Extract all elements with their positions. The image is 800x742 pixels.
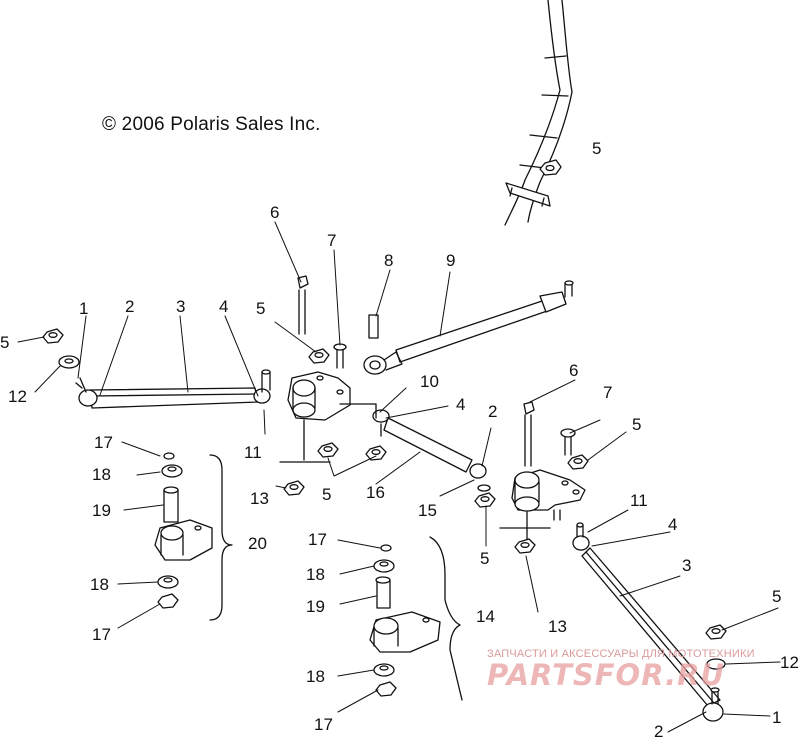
left-tie-rod (75, 369, 271, 409)
callout-4: 4 (219, 297, 229, 316)
callout-1: 1 (79, 299, 89, 318)
callout-3: 3 (682, 556, 692, 575)
callout-16: 16 (366, 483, 385, 502)
callout-17: 17 (314, 715, 333, 734)
callout-2: 2 (125, 297, 135, 316)
callout-12: 12 (8, 387, 27, 406)
left-pivot-arm (287, 275, 351, 421)
callout-19: 19 (92, 501, 111, 520)
callout-5: 5 (480, 549, 490, 568)
callout-4: 4 (668, 515, 678, 534)
callout-18: 18 (92, 465, 111, 484)
callout-15: 15 (418, 501, 437, 520)
bolt-7-right (560, 428, 576, 456)
nut-washer-left (42, 328, 80, 369)
callout-17: 17 (308, 530, 327, 549)
callout-5: 5 (632, 415, 642, 434)
drag-link-16 (372, 409, 487, 479)
tie-rod-9 (363, 280, 574, 375)
callout-13: 13 (548, 617, 567, 636)
callout-6: 6 (270, 203, 280, 222)
leader-lines (17, 221, 781, 733)
callout-2: 2 (488, 402, 498, 421)
bolt-7-left (333, 343, 347, 369)
callout-11: 11 (244, 443, 262, 462)
callout-11: 11 (630, 491, 648, 510)
callout-18: 18 (306, 667, 325, 686)
callout-12: 12 (780, 653, 799, 672)
callout-13: 13 (250, 489, 269, 508)
copyright-notice: © 2006 Polaris Sales Inc. (102, 114, 321, 135)
pivot-assembly-14 (369, 536, 463, 701)
callout-1: 1 (772, 708, 782, 727)
steering-column (504, 0, 573, 226)
callout-18: 18 (306, 565, 325, 584)
callout-2: 2 (654, 722, 664, 741)
watermark: ЗАПЧАСТИ И АКСЕССУАРЫ ДЛЯ МОТОТЕХНИКИ PA… (487, 648, 787, 692)
watermark-tagline: ЗАПЧАСТИ И АКСЕССУАРЫ ДЛЯ МОТОТЕХНИКИ (487, 648, 755, 660)
nut-5-center (308, 348, 330, 364)
callout-10: 10 (420, 372, 439, 391)
callout-9: 9 (446, 251, 456, 270)
callout-6: 6 (569, 361, 579, 380)
callout-19: 19 (306, 597, 325, 616)
nut-5-right (567, 454, 589, 470)
callout-3: 3 (176, 297, 186, 316)
nut-top-right (539, 159, 562, 176)
bolt-8 (368, 314, 379, 339)
pivot-assembly-20 (154, 452, 233, 621)
callout-5: 5 (0, 333, 10, 352)
callout-8: 8 (384, 251, 394, 270)
callout-18: 18 (90, 575, 109, 594)
callout-5: 5 (322, 485, 332, 504)
callout-17: 17 (92, 625, 111, 644)
callout-17: 17 (94, 433, 113, 452)
callout-7: 7 (327, 231, 337, 250)
callout-5: 5 (592, 139, 602, 158)
callout-20: 20 (248, 534, 267, 553)
right-pivot-arm (499, 401, 586, 543)
nut-washer-right (705, 624, 727, 670)
callout-7: 7 (603, 383, 613, 402)
callout-4: 4 (456, 395, 466, 414)
watermark-logo: PARTSFOR.RU (487, 658, 725, 692)
nuts-lower-left (283, 442, 387, 496)
callout-14: 14 (476, 607, 495, 626)
right-tie-rod (572, 522, 724, 722)
callout-5: 5 (772, 587, 782, 606)
nuts-center-right (474, 484, 536, 554)
callout-5: 5 (256, 299, 266, 318)
